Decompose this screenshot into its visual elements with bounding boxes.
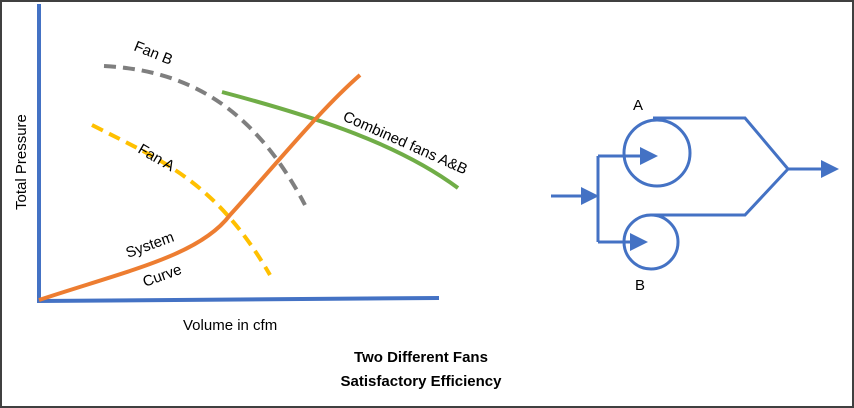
combined-curve [221,90,460,190]
title-line-1: Two Different Fans [354,349,488,366]
fan-schematic [551,116,839,271]
fan-b-node-label: B [635,277,645,294]
y-axis-label: Total Pressure [13,114,30,210]
fan-a-circle [622,118,692,188]
duct-outline [651,116,791,217]
fan-b-label: Fan B [132,38,175,69]
fan-a-curve [91,123,272,277]
x-axis [36,296,440,303]
combined-label: Combined fans A&B [340,108,470,178]
fan-a-label: Fan A [135,141,177,175]
fan-b-curve [103,64,307,206]
title-line-2: Satisfactory Efficiency [341,373,503,390]
fan-a-node-label: A [633,97,643,114]
x-axis-label: Volume in cfm [183,317,277,334]
system-curve [38,73,362,302]
